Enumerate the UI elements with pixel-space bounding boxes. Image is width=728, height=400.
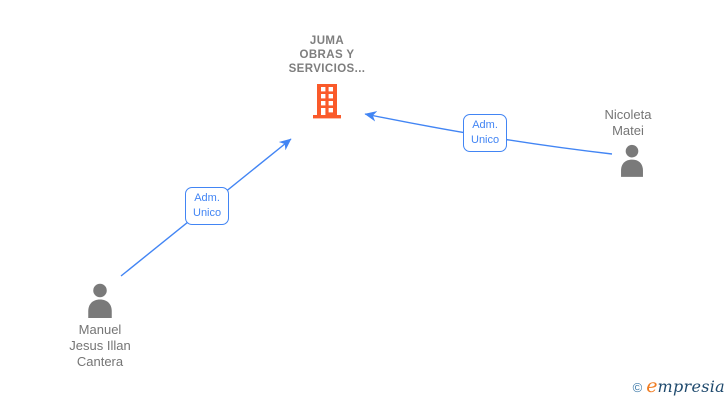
brand-logo-text: mpresia bbox=[657, 377, 725, 396]
edge-label-adm-unico-nicoleta[interactable]: Adm. Unico bbox=[463, 114, 508, 152]
company-name-line: JUMA bbox=[309, 35, 345, 47]
company-name: JUMA OBRAS Y SERVICIOS... bbox=[289, 34, 366, 76]
company-name-line: SERVICIOS... bbox=[288, 63, 366, 75]
person-name-line: Matei bbox=[612, 123, 644, 138]
edge-label-adm-unico-manuel[interactable]: Adm. Unico bbox=[185, 187, 230, 225]
copyright-icon: © bbox=[632, 380, 643, 395]
company-node[interactable]: JUMA OBRAS Y SERVICIOS... bbox=[227, 34, 427, 119]
edge-label-line: Adm. bbox=[194, 192, 220, 204]
edge-label-line: Adm. bbox=[472, 119, 498, 131]
person-node-manuel[interactable]: Manuel Jesus Illan Cantera bbox=[40, 283, 160, 370]
person-name-line: Nicoleta bbox=[604, 107, 652, 122]
person-name: Nicoleta Matei bbox=[605, 107, 652, 139]
person-name-line: Cantera bbox=[76, 354, 124, 369]
edge-label-line: Unico bbox=[471, 134, 500, 146]
person-node-nicoleta[interactable]: Nicoleta Matei bbox=[578, 107, 678, 177]
building-icon bbox=[313, 84, 341, 119]
brand-logo-initial: e bbox=[646, 375, 658, 397]
person-name: Manuel Jesus Illan Cantera bbox=[69, 322, 130, 370]
person-icon bbox=[88, 283, 112, 318]
edge-label-line: Unico bbox=[193, 207, 222, 219]
empresia-watermark: © e mpresia bbox=[633, 375, 725, 397]
person-icon bbox=[620, 144, 643, 177]
person-name-line: Jesus Illan bbox=[69, 338, 131, 353]
person-name-line: Manuel bbox=[78, 322, 122, 337]
company-name-line: OBRAS Y bbox=[299, 49, 355, 61]
